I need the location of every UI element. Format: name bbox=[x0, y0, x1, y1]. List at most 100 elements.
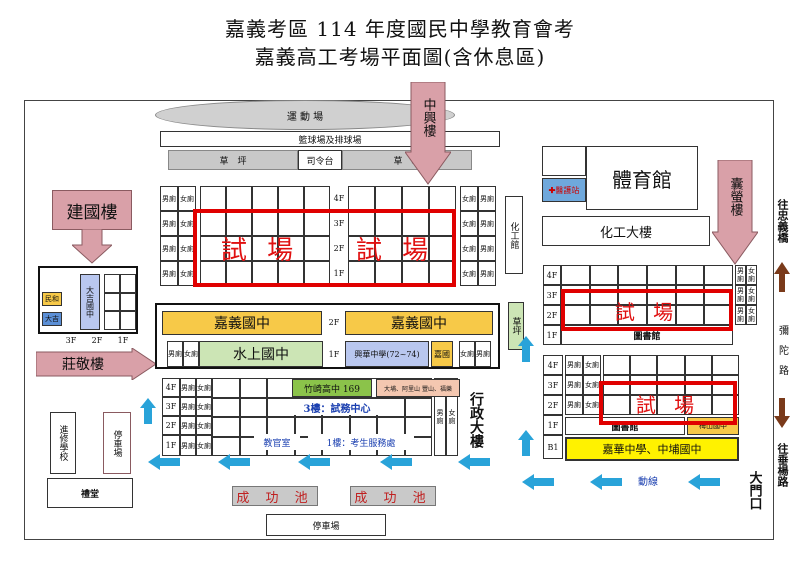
male-toilet: 男廁 bbox=[735, 305, 746, 325]
exam-label: 試 場 bbox=[614, 299, 680, 324]
zhuqi-area: 竹崎高中 169 bbox=[292, 379, 372, 397]
exam-label: 試 場 bbox=[355, 235, 435, 266]
zhongxing-arrow-icon bbox=[405, 82, 451, 185]
male-toilet: 男廁 bbox=[180, 397, 196, 416]
floor-label: 2F bbox=[543, 305, 561, 325]
chemistry-hall: 化工館 bbox=[505, 196, 523, 274]
zhuangjing-label: 莊敬樓 bbox=[62, 357, 104, 373]
jinxiu-school: 進修學校 bbox=[50, 412, 76, 474]
female-toilet: 女廁 bbox=[196, 416, 212, 435]
zhongxing-building: 男廁 女廁 男廁 女廁 男廁 女廁 男廁 女廁 4F 3F 2F 1F 女廁 男… bbox=[160, 186, 500, 286]
dapu-area: 大埔、阿里山 豐山、福樂 bbox=[376, 379, 460, 397]
female-toilet: 女廁 bbox=[460, 261, 478, 286]
pond-right: 成 功 池 bbox=[350, 486, 436, 506]
male-toilet: 男廁 bbox=[478, 211, 496, 236]
male-toilet: 男廁 bbox=[475, 341, 491, 367]
admin-floor1-note: 1樓：考生服務處 bbox=[308, 434, 414, 450]
male-toilet: 男廁 bbox=[160, 261, 178, 286]
female-toilet: 女廁 bbox=[459, 341, 475, 367]
floor-label: 4F bbox=[543, 355, 563, 375]
pond-left: 成 功 池 bbox=[232, 486, 318, 506]
jiayi-jh-area: 嘉義國中 bbox=[162, 311, 322, 335]
female-toilet: 女廁 bbox=[460, 236, 478, 261]
floor-label: 3F bbox=[543, 375, 563, 395]
library-building: 4F 3F 2F 1F B1 男廁 女廁 男廁 女廁 男廁 女廁 圖書館 梅山國… bbox=[543, 355, 743, 465]
floor-label: 1F bbox=[333, 269, 345, 278]
male-toilet: 男廁 bbox=[478, 186, 496, 211]
male-toilet: 男廁 bbox=[478, 261, 496, 286]
health-station: ✚ 醫護站 bbox=[542, 178, 586, 202]
female-toilet: 女廁 bbox=[196, 435, 212, 456]
nangying-arrow-icon bbox=[712, 160, 758, 265]
female-toilet: 女廁 bbox=[183, 341, 199, 367]
male-toilet: 男廁 bbox=[160, 186, 178, 211]
male-toilet: 男廁 bbox=[478, 236, 496, 261]
gym-annex bbox=[542, 146, 586, 176]
female-toilet: 女廁 bbox=[446, 378, 458, 456]
floor-label: 3F bbox=[162, 397, 180, 416]
floor-label: 1F bbox=[543, 415, 563, 435]
minhe-room: 民和 bbox=[42, 292, 62, 306]
female-toilet: 女廁 bbox=[746, 265, 757, 285]
female-toilet: 女廁 bbox=[746, 285, 757, 305]
male-toilet: 男廁 bbox=[735, 265, 746, 285]
jianguo-building: 民和 大吉 大吉國中 bbox=[38, 266, 138, 334]
floor-label: 1F bbox=[117, 335, 129, 345]
parking-bottom: 停車場 bbox=[266, 514, 386, 536]
shuishang-area: 水上國中 bbox=[199, 341, 323, 367]
admin-building-label: 行政大樓 bbox=[468, 392, 484, 448]
male-toilet: 男廁 bbox=[180, 416, 196, 435]
arrow-down-icon bbox=[774, 398, 790, 428]
floor-label: 2F bbox=[543, 395, 563, 415]
flow-arrow-icon bbox=[218, 454, 250, 470]
lawn-left: 草 坪 bbox=[168, 150, 298, 170]
title-line1: 嘉義考區 114 年度國民中學教育會考 bbox=[225, 16, 575, 41]
jianguo-label: 建國樓 bbox=[52, 190, 132, 230]
flow-arrow-icon bbox=[298, 454, 330, 470]
zhuangjing-building: 嘉義國中 2F 嘉義國中 男廁 女廁 水上國中 1F 興華中學(72~74) 嘉… bbox=[155, 303, 500, 369]
podium: 司令台 bbox=[298, 150, 342, 170]
jiayuan-area: 嘉國 bbox=[431, 341, 453, 367]
direction-down-label: 往垂楊路 bbox=[776, 443, 789, 487]
classroom-grid-right bbox=[348, 186, 456, 286]
moving-line-label: 動線 bbox=[638, 476, 658, 488]
zhuangjing-arrow-icon bbox=[36, 348, 156, 380]
female-toilet: 女廁 bbox=[196, 378, 212, 397]
male-toilet: 男廁 bbox=[180, 435, 196, 456]
floor-label: 2F bbox=[91, 335, 103, 345]
title-line2: 嘉義高工考場平面圖(含休息區) bbox=[254, 44, 546, 69]
exam-area-upper-right bbox=[561, 289, 733, 331]
jianguo-arrow-icon bbox=[72, 229, 112, 264]
lawn-small: 草坪 bbox=[508, 302, 524, 350]
male-toilet: 男廁 bbox=[160, 236, 178, 261]
direction-up-label: 往忠義橋 bbox=[776, 199, 789, 243]
direction-middle-label: 彌陀路 bbox=[776, 325, 788, 385]
floor-label: 1F bbox=[543, 325, 561, 345]
chemistry-building: 化工大樓 bbox=[542, 216, 710, 246]
exam-label: 試 場 bbox=[635, 392, 701, 417]
floor-label: 4F bbox=[543, 265, 561, 285]
zhongxing-label: 中興樓 bbox=[420, 97, 436, 137]
female-toilet: 女廁 bbox=[178, 186, 196, 211]
exam-label: 試 場 bbox=[220, 235, 300, 266]
female-toilet: 女廁 bbox=[583, 355, 601, 375]
daji-jh: 大吉國中 bbox=[80, 274, 100, 330]
floor-label: 4F bbox=[162, 378, 180, 397]
male-toilet: 男廁 bbox=[565, 355, 583, 375]
female-toilet: 女廁 bbox=[196, 397, 212, 416]
gym: 體育館 bbox=[586, 146, 698, 210]
flow-arrow-icon bbox=[458, 454, 490, 470]
floor-label: 3F bbox=[333, 219, 345, 228]
flow-arrow-icon bbox=[590, 474, 622, 490]
classroom-grid bbox=[603, 355, 739, 415]
male-toilet: 男廁 bbox=[180, 378, 196, 397]
flow-arrow-up-icon bbox=[518, 336, 534, 362]
female-toilet: 女廁 bbox=[746, 305, 757, 325]
female-toilet: 女廁 bbox=[460, 211, 478, 236]
male-toilet: 男廁 bbox=[167, 341, 183, 367]
floor-label: 1F bbox=[328, 349, 340, 359]
flow-arrow-icon bbox=[148, 454, 180, 470]
male-toilet: 男廁 bbox=[735, 285, 746, 305]
jianguo-grid bbox=[104, 274, 136, 330]
exam-area-zhongxing bbox=[193, 209, 456, 287]
